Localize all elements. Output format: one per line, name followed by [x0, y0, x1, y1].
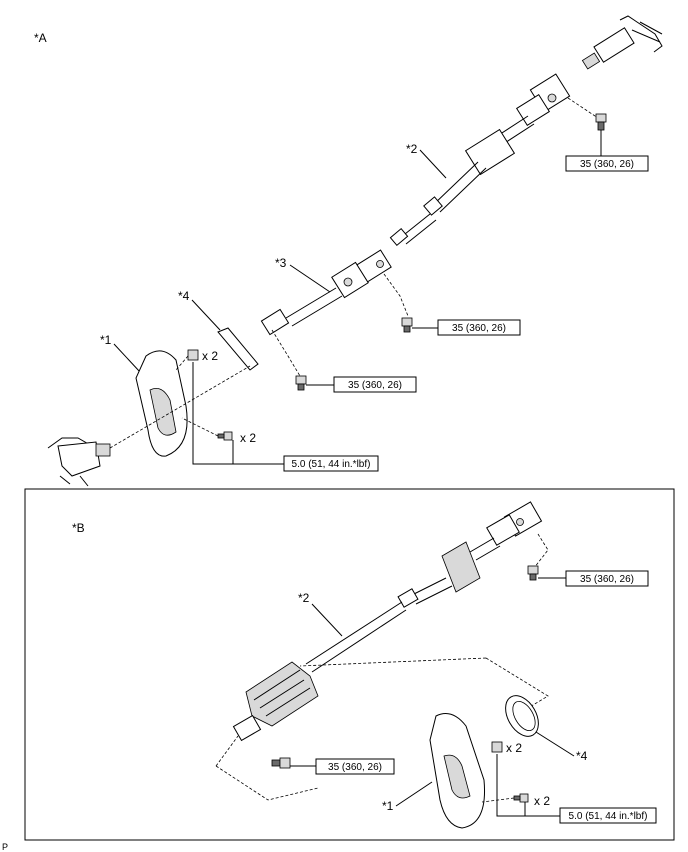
torque-box-a3	[333, 376, 417, 393]
band-clamp-b	[505, 695, 539, 737]
torque-b2: 35 (360, 26)	[328, 762, 382, 773]
nut-a	[187, 349, 199, 361]
torque-a1: 35 (360, 26)	[580, 159, 634, 170]
view-a-qty-2: x 2	[240, 431, 256, 445]
torque-a4: 5.0 (51, 44 in.*lbf)	[292, 459, 371, 470]
view-a-callout-3: *3	[275, 256, 287, 270]
view-b-qty-1: x 2	[506, 741, 522, 755]
intermediate-shaft-a	[389, 73, 571, 247]
torque-a3: 35 (360, 26)	[348, 380, 402, 391]
bolt-a2	[401, 317, 413, 333]
bolt-b1	[527, 565, 539, 581]
steering-column-upper	[581, 15, 663, 70]
bolt-b2	[271, 757, 291, 769]
torque-b1: 35 (360, 26)	[580, 574, 634, 585]
bolt-a4	[217, 431, 233, 441]
intermediate-shaft-b	[232, 501, 543, 742]
torque-box-b3	[559, 807, 657, 824]
steering-gear-a	[47, 437, 111, 487]
view-a-callout-2: *2	[406, 142, 418, 156]
view-b-callout-1: *1	[382, 799, 394, 813]
view-a-callout-1: *1	[100, 333, 112, 347]
view-a-callout-4: *4	[178, 289, 190, 303]
column-hole-cover-b	[429, 713, 486, 829]
column-hole-cover-a	[109, 350, 251, 457]
bolt-b3	[513, 793, 529, 803]
view-b-callout-2: *2	[298, 591, 310, 605]
bolt-a3	[295, 375, 307, 391]
sliding-yoke-a	[260, 249, 392, 336]
view-b-frame	[24, 488, 675, 841]
torque-a2: 35 (360, 26)	[452, 323, 506, 334]
nut-b	[491, 741, 503, 753]
band-clamp-a	[217, 327, 259, 371]
torque-box-a2	[437, 319, 521, 336]
torque-box-b2	[315, 758, 395, 775]
view-b-label: *B	[72, 521, 85, 535]
torque-box-b1	[565, 570, 649, 587]
view-b-qty-2: x 2	[534, 794, 550, 808]
view-b-callout-4: *4	[576, 749, 588, 763]
view-a-qty-1: x 2	[202, 349, 218, 363]
bolt-a1	[567, 97, 607, 131]
view-a-label: *A	[34, 31, 47, 45]
torque-b3: 5.0 (51, 44 in.*lbf)	[569, 811, 648, 822]
torque-box-a1	[565, 155, 649, 172]
torque-box-a4	[283, 455, 379, 472]
footer-code: P	[2, 842, 8, 852]
